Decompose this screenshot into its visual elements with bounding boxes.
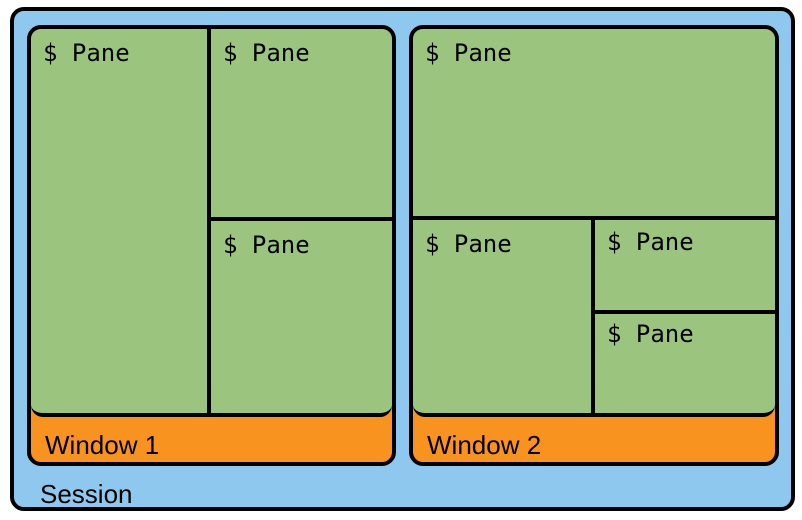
- pane-label: $ Pane: [43, 39, 130, 67]
- pane-divider-vertical[interactable]: [207, 29, 211, 413]
- pane-w2-middle-right[interactable]: $ Pane: [595, 220, 775, 310]
- pane-w2-bottom-right[interactable]: $ Pane: [595, 314, 775, 413]
- pane-w2-bottom-left[interactable]: $ Pane: [413, 220, 591, 413]
- session: $ Pane $ Pane $ Pane Window 1 $ Pane $ P…: [10, 7, 795, 511]
- window-2-pane-area: $ Pane $ Pane $ Pane $ Pane: [413, 29, 775, 417]
- pane-w1-bottom-right[interactable]: $ Pane: [211, 221, 392, 413]
- window-1-label: Window 1: [45, 430, 160, 460]
- pane-label: $ Pane: [223, 39, 310, 67]
- pane-divider-horizontal[interactable]: [211, 217, 392, 221]
- pane-label: $ Pane: [425, 230, 512, 258]
- pane-w1-left[interactable]: $ Pane: [31, 29, 207, 413]
- session-label: Session: [40, 479, 133, 509]
- pane-divider-horizontal[interactable]: [595, 310, 775, 314]
- pane-label: $ Pane: [607, 228, 694, 256]
- pane-label: $ Pane: [223, 231, 310, 259]
- window-1-pane-area: $ Pane $ Pane $ Pane: [31, 29, 392, 417]
- pane-label: $ Pane: [607, 320, 694, 348]
- pane-divider-vertical[interactable]: [591, 220, 595, 413]
- window-2[interactable]: $ Pane $ Pane $ Pane $ Pane Window 2: [409, 25, 779, 466]
- pane-w2-top[interactable]: $ Pane: [413, 29, 775, 216]
- pane-label: $ Pane: [425, 39, 512, 67]
- window-2-label: Window 2: [427, 430, 542, 460]
- window-1[interactable]: $ Pane $ Pane $ Pane Window 1: [27, 25, 396, 466]
- pane-w1-top-right[interactable]: $ Pane: [211, 29, 392, 217]
- pane-divider-horizontal[interactable]: [413, 216, 775, 220]
